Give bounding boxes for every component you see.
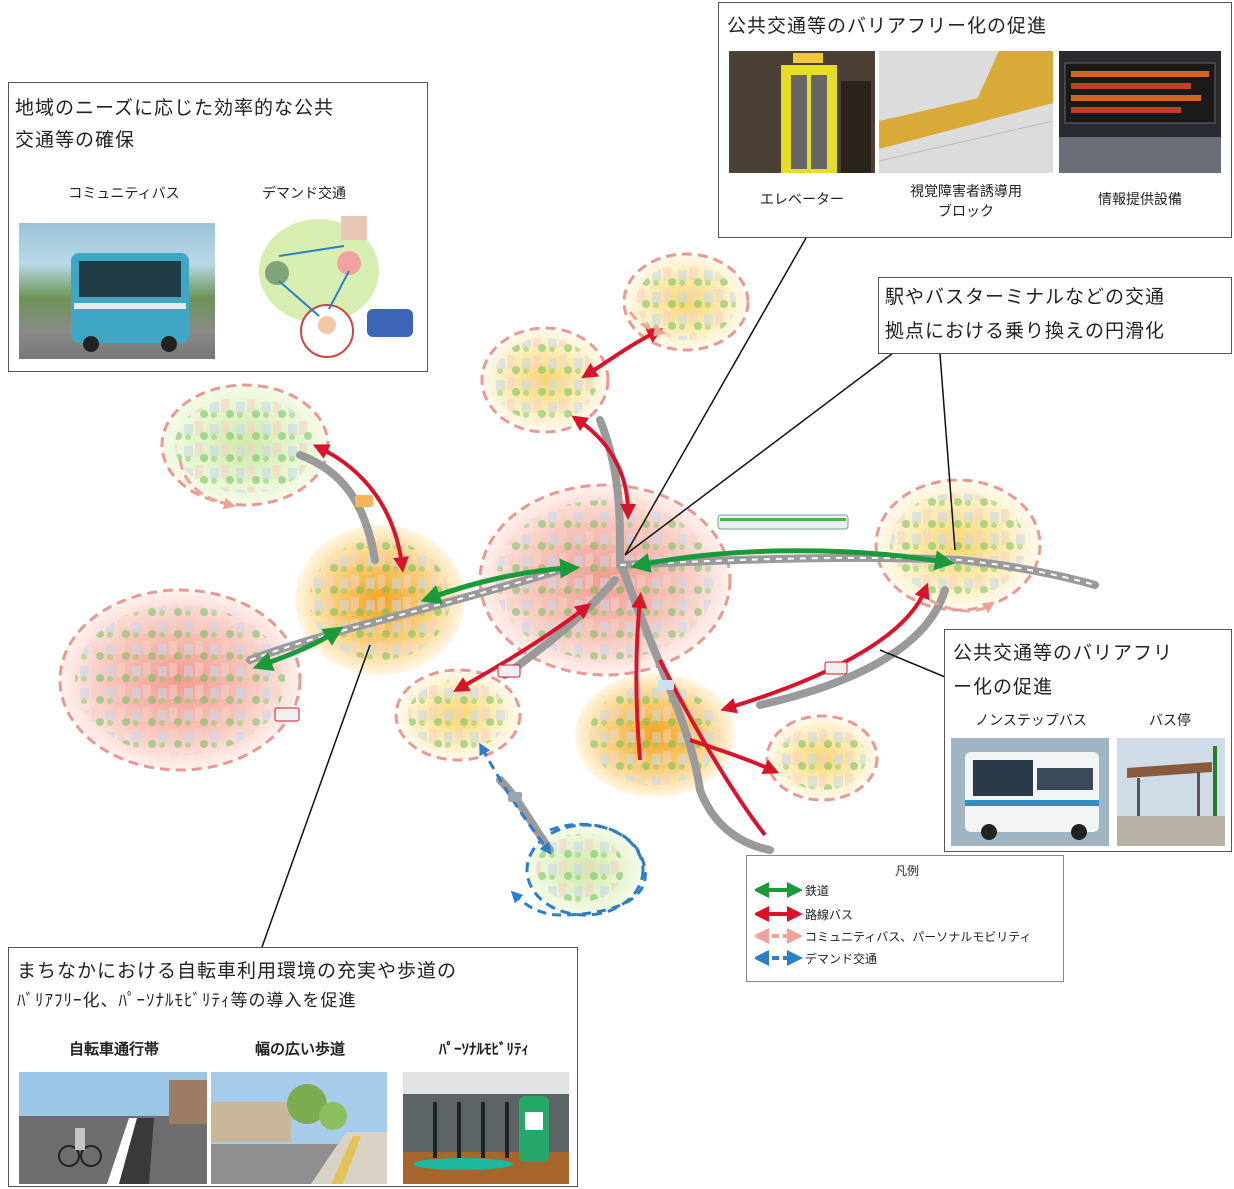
tactile-block-caption-line2: ブロック <box>938 204 994 220</box>
nonstep-bus-photo <box>951 738 1109 846</box>
elevator-caption: エレベーター <box>760 192 844 208</box>
rail-arrows <box>252 548 955 672</box>
demand-transport-caption: デマンド交通 <box>262 186 346 202</box>
community-transport-box: 地域のニーズに応じた効率的な公共 交通等の確保 コミュニティバス デマンド交通 <box>8 82 428 372</box>
leader-lines <box>261 237 956 948</box>
bicycle-lane-photo <box>19 1072 207 1184</box>
legend-community-label: コミュニティバス、パーソナルモビリティ <box>805 930 1032 944</box>
wide-sidewalk-photo <box>211 1072 387 1184</box>
information-display-photo <box>1059 51 1221 173</box>
legend-demand-label: デマンド交通 <box>805 952 878 966</box>
bus-stop-photo <box>1117 738 1225 846</box>
transfer-box: 駅やバスターミナルなどの交通 拠点における乗り換えの円滑化 <box>878 277 1232 354</box>
community-bus-photo <box>19 223 215 359</box>
train <box>717 514 849 530</box>
bicycle-lane-caption: 自転車通行帯 <box>68 1040 159 1058</box>
barrierfree-right-title-line2: ー化の促進 <box>953 676 1054 698</box>
buses <box>274 495 848 802</box>
barrierfree-right-box: 公共交通等のバリアフリ ー化の促進 ノンステップバス バス停 <box>944 629 1232 852</box>
elevator-photo <box>729 51 875 173</box>
bus-arrows <box>312 328 930 837</box>
bicycle-title-line2: ﾊﾞﾘｱﾌﾘｰ化、ﾊﾟｰｿﾅﾙﾓﾋﾞﾘﾃｨ等の導入を促進 <box>17 991 357 1011</box>
transfer-title-line1: 駅やバスターミナルなどの交通 <box>885 286 1166 308</box>
community-arrows <box>178 311 995 614</box>
community-title-line1: 地域のニーズに応じた効率的な公共 <box>15 97 335 119</box>
nonstep-bus-caption: ノンステップバス <box>975 713 1087 729</box>
legend-box: 凡例 鉄道 路線バス コミュニティバス、パーソナルモビリティ デマンド交通 <box>746 855 1064 982</box>
personal-mobility-photo <box>403 1072 569 1184</box>
bus-stop-caption: バス停 <box>1149 713 1191 729</box>
demand-arrows <box>479 742 647 917</box>
tactile-block-caption-line1: 視覚障害者誘導用 <box>910 184 1022 200</box>
tactile-block-photo <box>879 51 1053 173</box>
legend-swatches <box>755 882 803 966</box>
community-bus-caption: コミュニティバス <box>68 186 180 202</box>
demand-transport-illustration <box>249 201 417 363</box>
personal-mobility-caption: ﾊﾟｰｿﾅﾙﾓﾋﾞﾘﾃｨ <box>438 1040 529 1058</box>
barrierfree-top-box: 公共交通等のバリアフリー化の促進 エレベーター 視覚障害者 <box>718 2 1232 238</box>
barrierfree-top-title: 公共交通等のバリアフリー化の促進 <box>727 15 1048 37</box>
legend-title: 凡例 <box>895 864 920 878</box>
information-display-caption: 情報提供設備 <box>1098 192 1182 208</box>
wide-sidewalk-caption: 幅の広い歩道 <box>254 1040 345 1058</box>
community-title-line2: 交通等の確保 <box>15 129 136 151</box>
bicycle-title-line1: まちなかにおける自転車利用環境の充実や歩道の <box>17 960 458 982</box>
barrierfree-right-title-line1: 公共交通等のバリアフリ <box>953 642 1174 664</box>
legend-rail-label: 鉄道 <box>805 884 830 898</box>
legend-bus-label: 路線バス <box>805 908 854 922</box>
bicycle-walkway-box: まちなかにおける自転車利用環境の充実や歩道の ﾊﾞﾘｱﾌﾘｰ化、ﾊﾟｰｿﾅﾙﾓﾋ… <box>8 947 578 1187</box>
transfer-title-line2: 拠点における乗り換えの円滑化 <box>885 320 1166 342</box>
